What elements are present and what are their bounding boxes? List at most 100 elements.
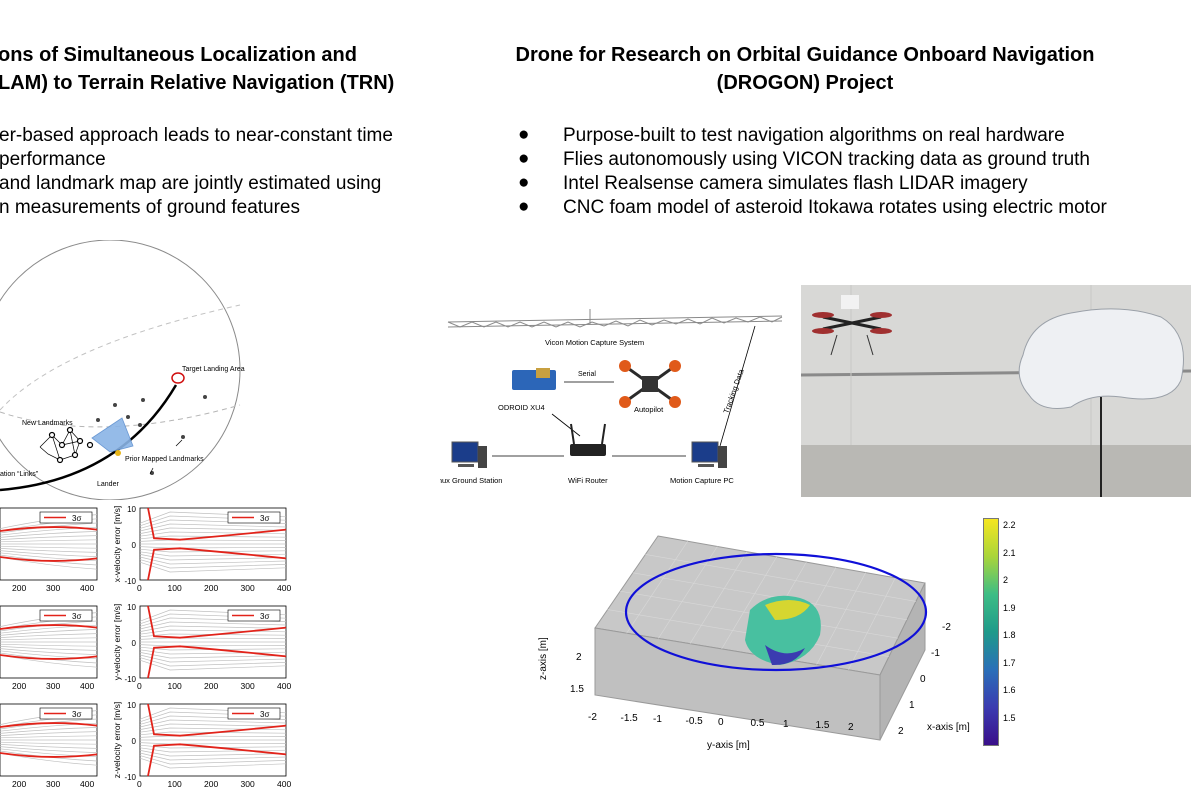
- right-legend-label: 3σ: [260, 710, 269, 719]
- left-bullet-2: performance: [0, 149, 106, 170]
- left-x-tick: 300: [46, 779, 60, 789]
- left-x-tick: 400: [80, 681, 94, 691]
- x-tick: -2: [942, 622, 951, 633]
- left-x-tick: 400: [80, 779, 94, 789]
- right-x-tick: 0: [137, 779, 142, 789]
- trajectory-3d-plot: [594, 535, 928, 741]
- odroid-board-icon: [512, 368, 556, 390]
- x-axis-label: x-axis [m]: [927, 722, 970, 733]
- x-tick: 2: [898, 726, 904, 737]
- links-label: ation “Links”: [0, 471, 39, 478]
- colorbar-tick: 2.1: [1003, 547, 1016, 558]
- right-x-tick: 0: [137, 583, 142, 593]
- colorbar-tick: 1.9: [1003, 602, 1016, 613]
- left-x-tick: 300: [46, 583, 60, 593]
- right-bullet-4: CNC foam model of asteroid Itokawa rotat…: [563, 197, 1107, 218]
- bullet-marker-4: ●: [518, 196, 530, 217]
- right-ylabel: y-velocity error [m/s]: [112, 604, 122, 681]
- left-title-line2: LAM) to Terrain Relative Navigation (TRN…: [0, 72, 395, 94]
- right-y-tick: 0: [132, 639, 137, 648]
- z-tick-1-5: 1.5: [570, 684, 584, 695]
- serial-label: Serial: [578, 371, 596, 378]
- y-tick: 1.5: [815, 720, 830, 732]
- left-bullet-1: er-based approach leads to near-constant…: [0, 125, 393, 146]
- surface-highlight: [765, 600, 810, 620]
- y-tick: -1.5: [620, 713, 638, 725]
- left-x-tick: 200: [12, 681, 26, 691]
- left-x-tick: 300: [46, 681, 60, 691]
- right-sigma-lower: [147, 743, 287, 777]
- target-ellipse: [171, 372, 185, 384]
- x-tick: 1: [909, 700, 915, 711]
- left-sigma-lower: [0, 654, 98, 660]
- right-legend-label: 3σ: [260, 514, 269, 523]
- right-x-tick: 400: [277, 779, 291, 789]
- left-sigma-lower: [0, 556, 98, 562]
- right-x-tick: 100: [168, 779, 182, 789]
- left-sigma-lower: [0, 752, 98, 758]
- trajectory-ellipse: [624, 552, 928, 672]
- left-bullet-3: and landmark map are jointly estimated u…: [0, 173, 382, 194]
- prior-landmarks: [96, 395, 207, 475]
- target-landing-label: Target Landing Area: [182, 366, 245, 373]
- linux-station-icon: [451, 441, 487, 468]
- linux-label: Linux Ground Station: [440, 476, 502, 485]
- right-bullet-2: Flies autonomously using VICON tracking …: [563, 149, 1090, 170]
- y-tick: 2: [848, 721, 854, 733]
- colorbar-tick: 1.8: [1003, 630, 1016, 640]
- right-y-tick: 0: [132, 737, 137, 746]
- trajectory-arc: [0, 384, 178, 492]
- left-bullet-4: n measurements of ground features: [0, 197, 301, 218]
- right-y-tick: -10: [124, 773, 136, 782]
- right-bullet-1: Purpose-built to test navigation algorit…: [563, 125, 1065, 146]
- colorbar-tick: 2: [1003, 575, 1009, 585]
- right-sigma-upper: [147, 507, 287, 541]
- bullet-marker-2: ●: [518, 148, 530, 169]
- lander-footprint: [91, 417, 134, 453]
- right-y-tick: 10: [127, 505, 136, 514]
- right-x-tick: 100: [168, 583, 182, 593]
- right-y-tick: -10: [124, 577, 136, 586]
- right-sigma-upper: [147, 605, 287, 639]
- new-landmarks-label: New Landmarks: [22, 420, 73, 427]
- z-axis-label: z-axis [m]: [538, 637, 549, 680]
- wifi-router-icon: [570, 423, 606, 456]
- right-title-line1: Drone for Research on Orbital Guidance O…: [515, 44, 1095, 66]
- colorbar-tick: 1.6: [1003, 685, 1016, 695]
- right-sigma-lower: [147, 547, 287, 581]
- right-x-tick: 300: [241, 779, 255, 789]
- plot-box-side: [879, 582, 926, 741]
- right-x-tick: 200: [204, 681, 218, 691]
- right-x-tick: 300: [241, 681, 255, 691]
- z-tick-2: 2: [576, 652, 582, 663]
- x-tick: -1: [931, 648, 940, 659]
- left-sigma-upper: [0, 624, 98, 630]
- lab-photo: [801, 285, 1191, 497]
- right-x-tick: 100: [168, 681, 182, 691]
- x-tick-col: -2 -1 0 1 2: [898, 622, 951, 737]
- mocap-label: Motion Capture PC: [670, 476, 734, 485]
- vicon-truss: [447, 309, 783, 328]
- left-title-line1: ons of Simultaneous Localization and: [0, 44, 357, 66]
- autopilot-label: Autopilot: [634, 405, 664, 414]
- surface-low: [765, 645, 805, 666]
- right-sigma-upper: [147, 703, 287, 737]
- odroid-router-arrow: [551, 413, 581, 437]
- slam-diagram: Target Landing Area New Landmarks ation …: [0, 240, 245, 500]
- left-sigma-upper: [0, 526, 98, 532]
- left-legend-label: 3σ: [72, 612, 81, 621]
- equator-dashed: [0, 304, 241, 411]
- y-tick: 0: [718, 716, 724, 728]
- y-axis-label: y-axis [m]: [707, 740, 750, 751]
- odroid-label: ODROID XU4: [498, 403, 545, 412]
- network-diagram: Vicon Motion Capture System ODROID XU4 S…: [440, 309, 783, 485]
- tracking-arrow: [719, 325, 756, 447]
- landmark-dots: [48, 426, 94, 464]
- x-tick: 0: [920, 674, 926, 685]
- lander-marker: [115, 450, 121, 456]
- right-bullet-3: Intel Realsense camera simulates flash L…: [563, 173, 1028, 194]
- right-x-tick: 200: [204, 779, 218, 789]
- lander-label: Lander: [97, 481, 119, 488]
- y-tick: -2: [588, 712, 597, 723]
